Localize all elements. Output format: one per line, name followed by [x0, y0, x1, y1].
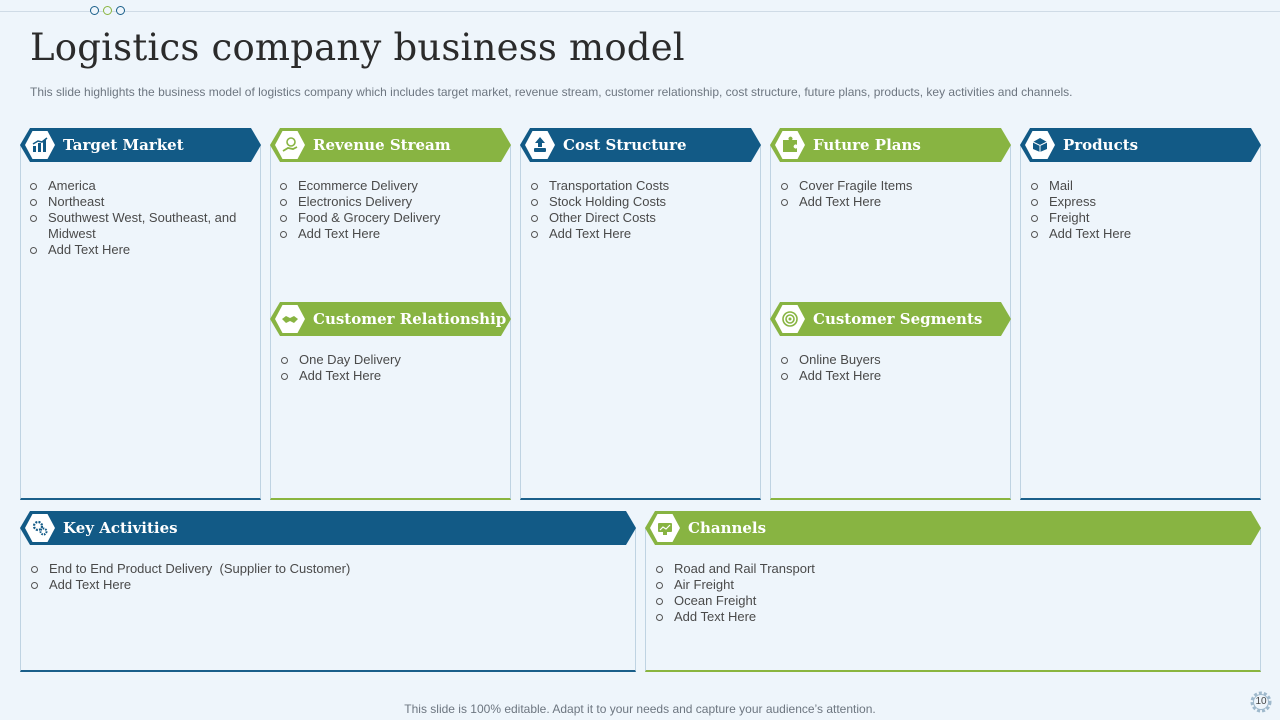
list-item: Add Text Here: [280, 226, 502, 242]
page-number-badge: 10: [1248, 689, 1274, 715]
gear-icon: [1250, 691, 1272, 713]
target-market-card: [20, 145, 261, 500]
gears-icon: [25, 514, 55, 542]
cost-structure-header: Cost Structure: [520, 128, 761, 162]
page-subtitle: This slide highlights the business model…: [30, 85, 1073, 99]
cost-structure-title: Cost Structure: [563, 136, 687, 154]
key-activities-card: [20, 528, 636, 672]
page-title: Logistics company business model: [30, 26, 685, 69]
list-item: Other Direct Costs: [531, 210, 753, 226]
cost-structure-list: Transportation Costs Stock Holding Costs…: [531, 178, 753, 242]
channels-title: Channels: [688, 519, 767, 537]
list-item: End to End Product Delivery (Supplier to…: [31, 561, 621, 577]
list-item: Online Buyers: [781, 352, 1003, 368]
cost-structure-card: [520, 145, 761, 500]
list-item: Add Text Here: [781, 368, 1003, 384]
future-plans-title: Future Plans: [813, 136, 921, 154]
handshake-icon: [275, 305, 305, 333]
products-title: Products: [1063, 136, 1139, 154]
target-market-title: Target Market: [63, 136, 184, 154]
target-icon: [775, 305, 805, 333]
puzzle-icon: [775, 131, 805, 159]
future-plans-header: Future Plans: [770, 128, 1011, 162]
list-item: Air Freight: [656, 577, 1246, 593]
list-item: Add Text Here: [531, 226, 753, 242]
customer-segments-header: Customer Segments: [770, 302, 1011, 336]
customer-relationship-header: Customer Relationship: [270, 302, 511, 336]
chart-icon: [25, 131, 55, 159]
top-divider: [0, 11, 1280, 12]
list-item: Cover Fragile Items: [781, 178, 1003, 194]
channels-list: Road and Rail Transport Air Freight Ocea…: [656, 561, 1246, 625]
list-item: Mail: [1031, 178, 1253, 194]
list-item: Electronics Delivery: [280, 194, 502, 210]
list-item: Southwest West, Southeast, and Midwest: [30, 210, 252, 242]
products-list: Mail Express Freight Add Text Here: [1031, 178, 1253, 242]
products-header: Products: [1020, 128, 1261, 162]
list-item: Freight: [1031, 210, 1253, 226]
products-card: [1020, 145, 1261, 500]
list-item: Northeast: [30, 194, 252, 210]
dot-3: [116, 6, 125, 15]
list-item: One Day Delivery: [281, 352, 503, 368]
decorative-dots: [90, 6, 125, 15]
list-item: Add Text Here: [1031, 226, 1253, 242]
dot-2: [103, 6, 112, 15]
list-item: Ecommerce Delivery: [280, 178, 502, 194]
cost-up-icon: [525, 131, 555, 159]
screen-icon: [650, 514, 680, 542]
customer-relationship-title: Customer Relationship: [313, 310, 507, 328]
future-plans-list: Cover Fragile Items Add Text Here: [781, 178, 1003, 210]
revenue-stream-title: Revenue Stream: [313, 136, 451, 154]
list-item: America: [30, 178, 252, 194]
target-market-list: America Northeast Southwest West, Southe…: [30, 178, 252, 258]
key-activities-header: Key Activities: [20, 511, 636, 545]
list-item: Ocean Freight: [656, 593, 1246, 609]
footer-note: This slide is 100% editable. Adapt it to…: [404, 702, 876, 716]
customer-segments-title: Customer Segments: [813, 310, 983, 328]
dot-1: [90, 6, 99, 15]
target-market-header: Target Market: [20, 128, 261, 162]
list-item: Add Text Here: [656, 609, 1246, 625]
list-item: Food & Grocery Delivery: [280, 210, 502, 226]
list-item: Add Text Here: [281, 368, 503, 384]
channels-card: [645, 528, 1261, 672]
key-activities-title: Key Activities: [63, 519, 178, 537]
revenue-stream-list: Ecommerce Delivery Electronics Delivery …: [280, 178, 502, 242]
list-item: Transportation Costs: [531, 178, 753, 194]
list-item: Add Text Here: [31, 577, 621, 593]
revenue-stream-header: Revenue Stream: [270, 128, 511, 162]
list-item: Stock Holding Costs: [531, 194, 753, 210]
money-hand-icon: [275, 131, 305, 159]
key-activities-list: End to End Product Delivery (Supplier to…: [31, 561, 621, 593]
list-item: Express: [1031, 194, 1253, 210]
list-item: Add Text Here: [781, 194, 1003, 210]
channels-header: Channels: [645, 511, 1261, 545]
list-item: Add Text Here: [30, 242, 252, 258]
box-icon: [1025, 131, 1055, 159]
page-number: 10: [1255, 696, 1267, 707]
list-item: Road and Rail Transport: [656, 561, 1246, 577]
customer-segments-list: Online Buyers Add Text Here: [781, 352, 1003, 384]
customer-relationship-list: One Day Delivery Add Text Here: [281, 352, 503, 384]
